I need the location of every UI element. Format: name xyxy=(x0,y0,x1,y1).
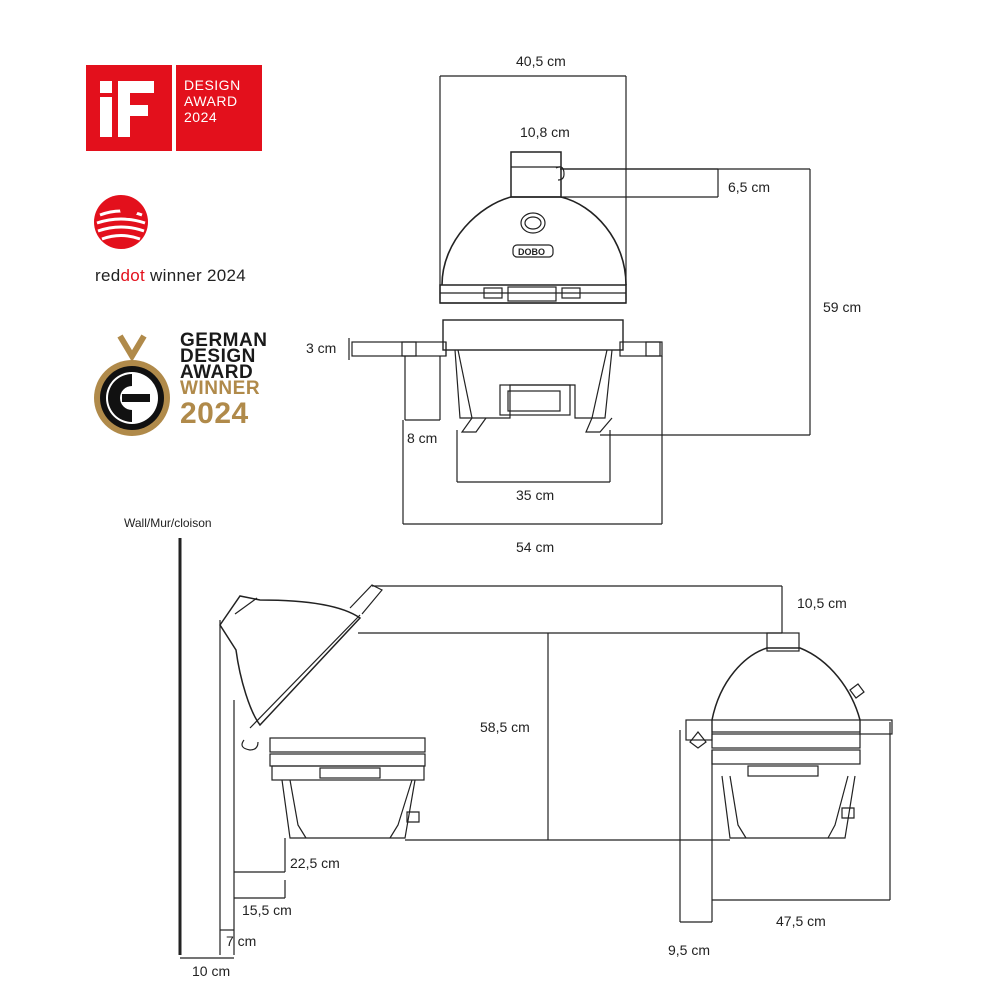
dim-c: 7 cm xyxy=(226,933,256,949)
gda-line5: 2024 xyxy=(180,397,249,430)
gda-line3: AWARD xyxy=(180,362,254,383)
dim-lid-height: 58,5 cm xyxy=(480,719,530,735)
gda-line1: GERMAN xyxy=(180,330,268,351)
gda-line2: DESIGN xyxy=(180,346,256,367)
german-design-medal-icon xyxy=(94,334,170,436)
dim-total-height: 59 cm xyxy=(823,299,861,315)
dim-b: 15,5 cm xyxy=(242,902,292,918)
if-award-text: DESIGN AWARD 2024 xyxy=(176,65,262,151)
dim-d: 10 cm xyxy=(192,963,230,979)
svg-text:DOBO: DOBO xyxy=(518,247,545,257)
dim-leg-offset: 9,5 cm xyxy=(668,942,710,958)
if-logo xyxy=(86,65,172,151)
dim-shelf-thickness: 3 cm xyxy=(306,340,336,356)
dim-base-width: 35 cm xyxy=(516,487,554,503)
if-line2: AWARD xyxy=(184,93,238,109)
wall-label: Wall/Mur/cloison xyxy=(124,516,212,530)
reddot-part-red: red xyxy=(95,266,121,285)
reddot-part-dot: dot xyxy=(120,266,146,285)
dim-chimney-height: 6,5 cm xyxy=(728,179,770,195)
if-logo-icon xyxy=(100,81,154,137)
reddot-part-winner: winner 2024 xyxy=(145,266,246,285)
german-design-award-text: GERMAN DESIGN AWARD WINNER 2024 xyxy=(180,330,268,430)
dim-lid-rise: 10,5 cm xyxy=(797,595,847,611)
side-view-grills xyxy=(178,538,893,959)
if-line1: DESIGN xyxy=(184,77,241,93)
if-design-award-badge: DESIGN AWARD 2024 xyxy=(86,65,262,151)
dim-leg-height: 8 cm xyxy=(407,430,437,446)
if-line3: 2024 xyxy=(184,109,218,125)
dim-total-width: 54 cm xyxy=(516,539,554,555)
reddot-logo-icon xyxy=(94,195,148,249)
front-view-grill: DOBO xyxy=(348,75,811,525)
dimension-labels: 40,5 cm 10,8 cm 6,5 cm 59 cm 3 cm 8 cm 3… xyxy=(124,53,861,979)
dim-a: 22,5 cm xyxy=(290,855,340,871)
gda-line4: WINNER xyxy=(180,378,261,399)
dim-top-width: 40,5 cm xyxy=(516,53,566,69)
reddot-award-text: reddot winner 2024 xyxy=(95,266,246,286)
dim-shelf-depth: 47,5 cm xyxy=(776,913,826,929)
dim-chimney-width: 10,8 cm xyxy=(520,124,570,140)
